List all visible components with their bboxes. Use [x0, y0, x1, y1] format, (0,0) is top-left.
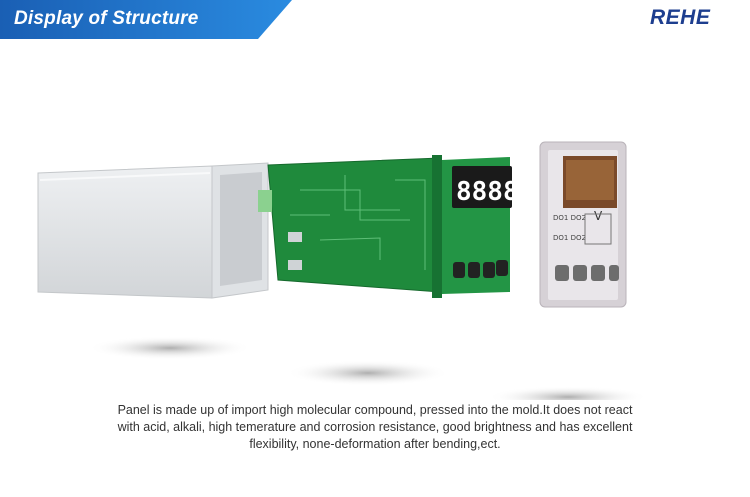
description-line-2: with acid, alkali, high temerature and c…	[117, 420, 633, 434]
panel-unit: V	[594, 209, 603, 223]
housing-image	[37, 162, 269, 299]
description-line-1: Panel is made up of import high molecula…	[117, 403, 633, 417]
page-title: Display of Structure	[14, 8, 199, 29]
housing-shadow	[88, 336, 252, 360]
svg-text:8888: 8888	[456, 177, 519, 207]
panel-label-1: DO1 DO2	[553, 214, 586, 222]
description: Panel is made up of import high molecula…	[95, 402, 655, 453]
top-bar: Display of Structure REHE	[0, 0, 750, 39]
front-panel-image: DO1 DO2 DO1 DO2 V	[539, 141, 627, 308]
pcb-shadow	[286, 360, 450, 386]
title-banner	[0, 0, 292, 39]
panel-shadow	[488, 386, 648, 400]
panel-label-2: DO1 DO2	[553, 234, 586, 242]
brand-logo: REHE	[650, 6, 711, 29]
description-line-3: flexibility, none-deformation after bend…	[249, 437, 501, 451]
product-image: 8888 DO1 DO2 DO1 DO2 V	[37, 141, 648, 400]
pcb-image: 8888	[258, 155, 519, 298]
